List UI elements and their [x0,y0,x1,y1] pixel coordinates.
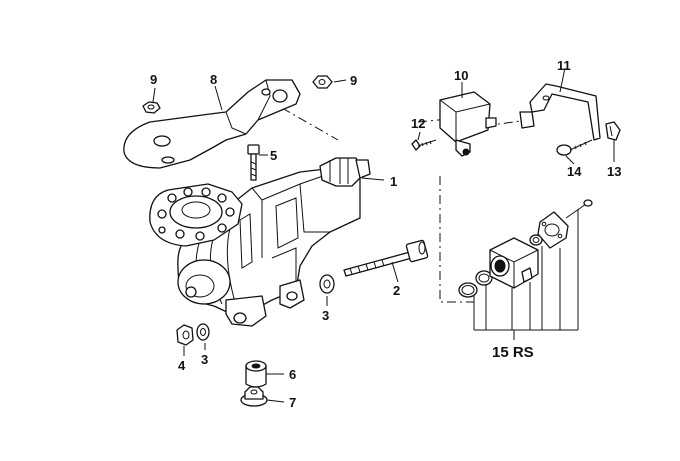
callout-15-rs: 15 RS [492,344,534,361]
callout-6: 6 [289,367,296,382]
callout-5: 5 [270,148,277,163]
callout-labels: 9 8 9 10 11 12 5 1 14 13 2 3 3 4 6 7 15 … [150,58,621,410]
callout-13: 13 [607,164,621,179]
washer-part-3-right [319,274,335,294]
callout-2: 2 [393,283,400,298]
cover-bolts [157,187,235,241]
long-bolt-part-2 [343,239,429,277]
callout-12: 12 [411,116,425,131]
steering-gear-box-part-1 [149,157,371,327]
callout-10: 10 [454,68,468,83]
callout-7: 7 [289,395,296,410]
nut-part-9-left [142,101,161,114]
collar-nut-part-7 [240,386,268,407]
callout-9-left: 9 [150,72,157,87]
bushing-part-6 [245,360,267,388]
control-unit-part-10 [439,91,497,157]
callout-14: 14 [567,164,582,179]
bracket-part-8 [123,79,301,169]
screw-part-12 [411,139,437,151]
callout-3-left: 3 [201,352,208,367]
callout-8: 8 [210,72,217,87]
holder-bracket-part-11 [519,83,601,141]
callout-4: 4 [178,358,186,373]
washer-part-3-left [196,323,210,341]
callout-11: 11 [557,58,571,73]
callout-3-right: 3 [322,308,329,323]
screw-part-14 [556,139,593,156]
clip-part-13 [605,121,621,141]
sensor-set-part-15 [458,199,593,340]
nut-part-9-right [312,75,333,89]
nut-part-4 [176,324,194,346]
callout-1: 1 [390,174,397,189]
leader-lines [152,67,615,403]
bolt-part-5 [247,144,260,181]
callout-9-right: 9 [350,73,357,88]
